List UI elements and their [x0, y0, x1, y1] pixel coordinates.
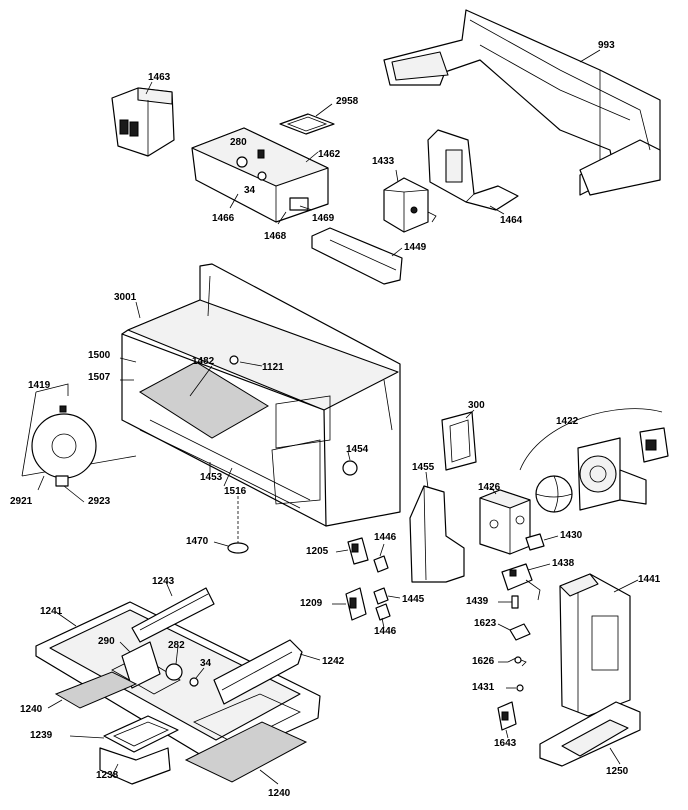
part-1438-capacitor — [501, 563, 541, 601]
part-1445-actuator — [373, 587, 389, 605]
label-1469: 1469 — [312, 213, 335, 224]
label-300: 300 — [468, 400, 485, 411]
part-1449-cover — [311, 227, 403, 285]
part-1239-grille — [103, 715, 179, 753]
label-1240-left: 1240 — [20, 704, 43, 715]
part-1643-fuse-holder — [497, 701, 517, 731]
label-1482: 1482 — [192, 356, 215, 367]
label-3001: 3001 — [114, 292, 137, 303]
part-1240-filter-left — [54, 671, 138, 709]
label-1464-upper: 1464 — [500, 215, 523, 226]
part-1441-side-panel — [559, 573, 631, 717]
label-1431: 1431 — [472, 682, 495, 693]
label-2958: 2958 — [336, 96, 359, 107]
label-2921: 2921 — [10, 496, 33, 507]
label-1507: 1507 — [88, 372, 111, 383]
label-1209: 1209 — [300, 598, 323, 609]
label-1205: 1205 — [306, 546, 329, 557]
label-1446-lower: 1446 — [374, 626, 397, 637]
part-1455-duct — [409, 485, 465, 583]
label-1238: 1238 — [96, 770, 119, 781]
label-1430: 1430 — [560, 530, 583, 541]
label-1422: 1422 — [556, 416, 579, 427]
label-1626: 1626 — [472, 656, 495, 667]
part-1243-rail — [131, 587, 215, 643]
part-1242-rail — [213, 639, 303, 705]
label-1250: 1250 — [606, 766, 629, 777]
label-1454: 1454 — [346, 444, 369, 455]
part-282-motor — [165, 663, 183, 681]
part-1463-switch — [111, 87, 175, 157]
part-1464-bracket — [427, 129, 519, 211]
label-1239: 1239 — [30, 730, 53, 741]
label-1121: 1121 — [262, 362, 284, 373]
part-1209-switch — [345, 587, 367, 621]
label-1466: 1466 — [212, 213, 235, 224]
part-1426-magnetron — [479, 489, 531, 555]
label-290: 290 — [98, 636, 115, 647]
label-1426: 1426 — [478, 482, 501, 493]
part-1470-motor — [227, 496, 249, 554]
label-1623: 1623 — [474, 618, 497, 629]
label-1241: 1241 — [40, 606, 63, 617]
part-1430-clip — [525, 533, 545, 551]
part-1205-switch — [347, 537, 369, 565]
part-1446-switch-a — [373, 555, 389, 573]
label-1419: 1419 — [28, 380, 51, 391]
label-1453: 1453 — [200, 472, 223, 483]
part-1238-grille — [99, 747, 171, 785]
label-282: 282 — [168, 640, 185, 651]
label-1463: 1463 — [148, 72, 171, 83]
part-1433-component — [383, 177, 437, 233]
part-300-gasket — [441, 411, 477, 471]
label-1643: 1643 — [494, 738, 517, 749]
label-2923: 2923 — [88, 496, 111, 507]
label-1446-upper: 1446 — [374, 532, 397, 543]
label-1516: 1516 — [224, 486, 247, 497]
label-1462: 1462 — [318, 149, 341, 160]
part-1623-fuse — [509, 623, 531, 641]
part-1439-diode — [511, 595, 519, 609]
part-993-bracket — [383, 9, 661, 196]
part-1466-control-box — [191, 127, 329, 223]
label-993: 993 — [598, 40, 615, 51]
label-1240-right: 1240 — [268, 788, 291, 799]
label-1439: 1439 — [466, 596, 489, 607]
label-1445: 1445 — [402, 594, 425, 605]
part-1250-base — [539, 701, 641, 767]
part-1240-filter-right — [184, 721, 308, 783]
label-1438: 1438 — [552, 558, 575, 569]
part-1431-screw — [516, 684, 524, 692]
part-34-screw — [189, 677, 199, 687]
label-1441: 1441 — [638, 574, 661, 585]
label-1455: 1455 — [412, 462, 435, 473]
part-1419-turntable — [21, 383, 137, 487]
label-34-lower: 34 — [200, 658, 212, 669]
part-1422-fan — [519, 408, 669, 513]
part-1626-wire — [507, 656, 527, 667]
label-1243: 1243 — [152, 576, 175, 587]
label-1433: 1433 — [372, 156, 395, 167]
label-1500: 1500 — [88, 350, 111, 361]
label-1242: 1242 — [322, 656, 345, 667]
label-34-upper: 34 — [244, 185, 256, 196]
label-1470: 1470 — [186, 536, 209, 547]
part-290-bracket — [121, 641, 161, 689]
part-1500-cavity — [121, 263, 401, 527]
part-1446-switch-b — [375, 603, 391, 621]
label-1468: 1468 — [264, 231, 287, 242]
label-280: 280 — [230, 137, 247, 148]
part-2958-plate — [279, 113, 335, 135]
label-1449: 1449 — [404, 242, 427, 253]
